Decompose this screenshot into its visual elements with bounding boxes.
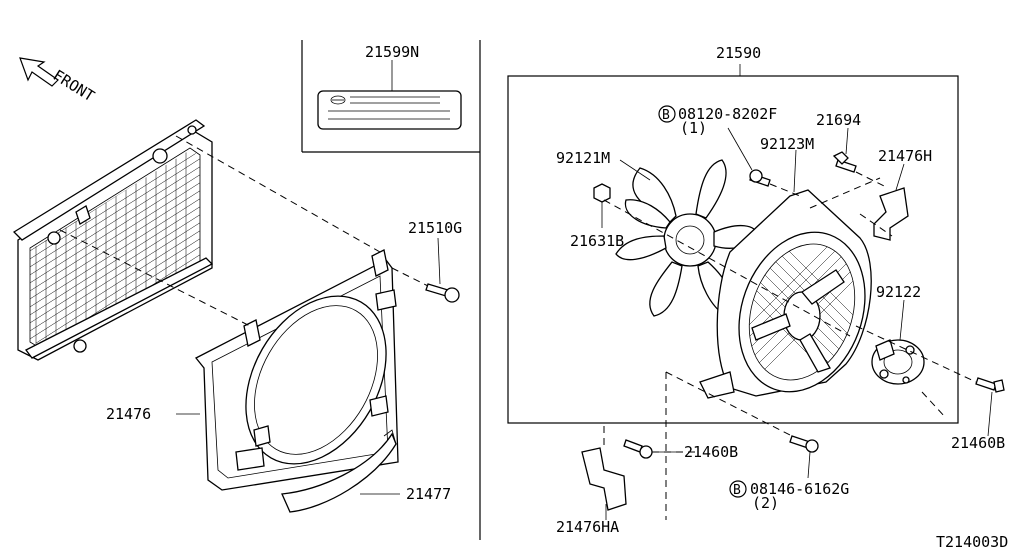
fan-shroud-part (194, 249, 399, 491)
svg-text:B: B (662, 108, 670, 123)
bolt-08146-part (789, 435, 819, 453)
label-21631B: 21631B (570, 232, 624, 250)
label-08146-qty: (2) (752, 494, 779, 512)
fan-motor-shroud-part (699, 189, 872, 399)
bolt-08120-part (749, 169, 771, 187)
label-21590: 21590 (716, 44, 761, 62)
leader-lines (176, 64, 993, 520)
label-08146-6162G: 08146-6162G (750, 480, 849, 498)
label-92121M: 92121M (556, 149, 610, 167)
radiator-part (12, 119, 214, 361)
label-21476HA: 21476HA (556, 518, 619, 536)
label-21476: 21476 (106, 405, 151, 423)
bracket-21476HA-part (581, 447, 627, 511)
label-21476H: 21476H (878, 147, 932, 165)
label-21460B-right: 21460B (951, 434, 1005, 452)
front-label: FRONT (50, 66, 98, 105)
bolt-symbol-icon: B (729, 480, 747, 498)
front-arrow-icon (19, 57, 59, 87)
bolt-21694-part (832, 151, 857, 173)
label-box-frame (301, 40, 481, 540)
fan-assembly-frame (507, 75, 959, 424)
svg-text:B: B (733, 483, 741, 498)
bracket-21476H-part (873, 187, 909, 241)
lower-shroud-part (281, 429, 397, 513)
label-21460B-lower: 21460B (684, 443, 738, 461)
bolt-21460B-lower-part (623, 439, 653, 459)
label-92123M: 92123M (760, 135, 814, 153)
drawing-code: T214003D (936, 533, 1008, 551)
label-08120-8202F: 08120-8202F (678, 105, 777, 123)
alignment-lines (59, 135, 977, 520)
nut-21631B-part (593, 183, 611, 203)
label-21599N: 21599N (365, 43, 419, 61)
label-21510G: 21510G (408, 219, 462, 237)
bolt-symbol-icon: B (658, 105, 676, 123)
label-08120-qty: (1) (680, 119, 707, 137)
label-92122: 92122 (876, 283, 921, 301)
label-21694: 21694 (816, 111, 861, 129)
bolt-21510G-part (425, 283, 460, 303)
bolt-21460B-right-part (975, 377, 1005, 393)
warning-label-part (317, 90, 462, 130)
fan-motor-part (871, 339, 925, 385)
label-21477: 21477 (406, 485, 451, 503)
